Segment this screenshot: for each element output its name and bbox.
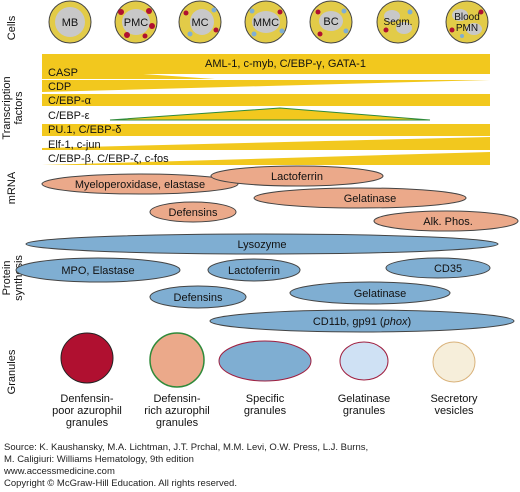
tf-band-elf1: Elf-1, c-jun: [42, 137, 490, 151]
tf-cebpe-label: C/EBP-ε: [48, 110, 90, 122]
protein-cd11b-label: CD11b, gp91 (phox): [313, 316, 411, 328]
granule-defensin-poor-label-line2: poor azurophil: [52, 405, 122, 417]
granule-specific: Specific granules: [218, 340, 312, 417]
cell-mc-label: MC: [191, 17, 208, 29]
cell-mb-label: MB: [62, 17, 79, 29]
mrna-defensins-label: Defensins: [169, 207, 218, 219]
cell-blood-pmn-label-line2: PMN: [456, 23, 478, 34]
mrna-myeloperoxidase-label: Myeloperoxidase, elastase: [75, 179, 205, 191]
granule-specific-label-line1: Specific: [246, 393, 285, 405]
source-credit-line3: www.accessmedicine.com: [3, 466, 115, 477]
tf-elf1-label: Elf-1, c-jun: [48, 139, 101, 151]
tf-band-aml1: AML-1, c-myb, C/EBP-γ, GATA-1: [42, 54, 490, 74]
tf-band-cebpa: C/EBP-α: [42, 94, 490, 107]
transcription-section-label: Transcription: [1, 76, 13, 139]
mrna-lactoferrin-label: Lactoferrin: [271, 171, 323, 183]
cells-section-label: Cells: [6, 15, 18, 40]
granule-defensin-poor-label-line1: Denfensin-: [60, 393, 114, 405]
tf-cebpa-label: C/EBP-α: [48, 95, 92, 107]
protein-cd35-label: CD35: [434, 263, 462, 275]
protein-cd35: CD35: [385, 257, 491, 279]
tf-band-cdp: CDP: [42, 80, 490, 93]
source-credit-line4: Copyright © McGraw-Hill Education. All r…: [4, 478, 237, 489]
factors-section-label: factors: [13, 91, 25, 125]
tf-band-cebpb: C/EBP-β, C/EBP-ζ, c-fos: [42, 152, 490, 165]
protein-lysozyme-label: Lysozyme: [237, 239, 286, 251]
mrna-alk-phos-label: Alk. Phos.: [423, 216, 473, 228]
granule-gelatinase-label-line2: granules: [343, 405, 386, 417]
tf-casp-label: CASP: [48, 67, 78, 79]
cell-pmc: PMC: [114, 0, 158, 44]
cell-bc: BC: [309, 0, 353, 44]
cell-mb: MB: [48, 0, 92, 44]
protein-lactoferrin-label: Lactoferrin: [228, 265, 280, 277]
mrna-section-label: mRNA: [6, 171, 18, 204]
protein-mpo-elastase: MPO, Elastase: [15, 257, 181, 283]
mrna-myeloperoxidase: Myeloperoxidase, elastase: [41, 173, 239, 195]
tf-cdp-label: CDP: [48, 81, 71, 93]
mrna-lactoferrin: Lactoferrin: [210, 165, 384, 187]
cell-bc-label: BC: [323, 16, 338, 28]
protein-defensins: Defensins: [149, 285, 247, 309]
protein-lysozyme: Lysozyme: [25, 233, 499, 255]
granule-secretory: Secretory vesicles: [430, 341, 478, 417]
granule-defensin-rich-label-line1: Defensin-: [153, 393, 200, 405]
protein-cd11b: CD11b, gp91 (phox): [209, 309, 515, 333]
granule-defensin-rich-label-line2: rich azurophil: [144, 405, 209, 417]
tf-cebpb-label: C/EBP-β, C/EBP-ζ, c-fos: [48, 153, 169, 165]
source-credit: Source: K. Kaushansky, M.A. Lichtman, J.…: [3, 442, 368, 489]
granules-section-label: Granules: [6, 349, 18, 394]
cell-pmc-label: PMC: [124, 17, 149, 29]
tf-band-cebpe: C/EBP-ε: [48, 107, 431, 122]
protein-gelatinase: Gelatinase: [289, 281, 451, 305]
granule-gelatinase-label-line1: Gelatinase: [338, 393, 391, 405]
cell-blood-pmn: Blood PMN: [445, 0, 489, 44]
tf-band-casp: CASP: [42, 67, 215, 79]
granule-specific-label-line2: granules: [244, 405, 287, 417]
cell-mmc: MMC: [244, 0, 288, 44]
mrna-gelatinase: Gelatinase: [253, 187, 467, 209]
protein-section-label: Protein: [1, 261, 13, 296]
granule-defensin-poor: Denfensin- poor azurophil granules: [52, 332, 122, 429]
cell-blood-pmn-label-line1: Blood: [454, 12, 480, 23]
tf-pu1-label: PU.1, C/EBP-δ: [48, 124, 121, 136]
source-credit-line2: M. Caligiuri: Williams Hematology, 9th e…: [4, 454, 194, 465]
cell-mc: MC: [178, 0, 222, 44]
synthesis-section-label: synthesis: [13, 255, 25, 301]
source-credit-line1: Source: K. Kaushansky, M.A. Lichtman, J.…: [4, 442, 368, 453]
protein-lactoferrin: Lactoferrin: [207, 258, 301, 282]
cell-segm: Segm.: [376, 0, 420, 44]
granule-gelatinase: Gelatinase granules: [338, 341, 391, 417]
mrna-defensins: Defensins: [149, 201, 237, 223]
granule-secretory-label-line1: Secretory: [430, 393, 478, 405]
mrna-alk-phos: Alk. Phos.: [373, 210, 519, 232]
protein-mpo-elastase-label: MPO, Elastase: [61, 265, 134, 277]
tf-band-pu1: PU.1, C/EBP-δ: [42, 124, 490, 136]
granule-defensin-rich: Defensin- rich azurophil granules: [144, 332, 210, 429]
granule-defensin-rich-label-line3: granules: [156, 417, 199, 429]
mrna-gelatinase-label: Gelatinase: [344, 193, 397, 205]
cell-mmc-label: MMC: [253, 17, 279, 29]
tf-aml1-label: AML-1, c-myb, C/EBP-γ, GATA-1: [205, 58, 366, 70]
protein-defensins-label: Defensins: [174, 292, 223, 304]
granule-secretory-label-line2: vesicles: [434, 405, 474, 417]
protein-gelatinase-label: Gelatinase: [354, 288, 407, 300]
cell-segm-label: Segm.: [384, 17, 413, 28]
granule-defensin-poor-label-line3: granules: [66, 417, 109, 429]
